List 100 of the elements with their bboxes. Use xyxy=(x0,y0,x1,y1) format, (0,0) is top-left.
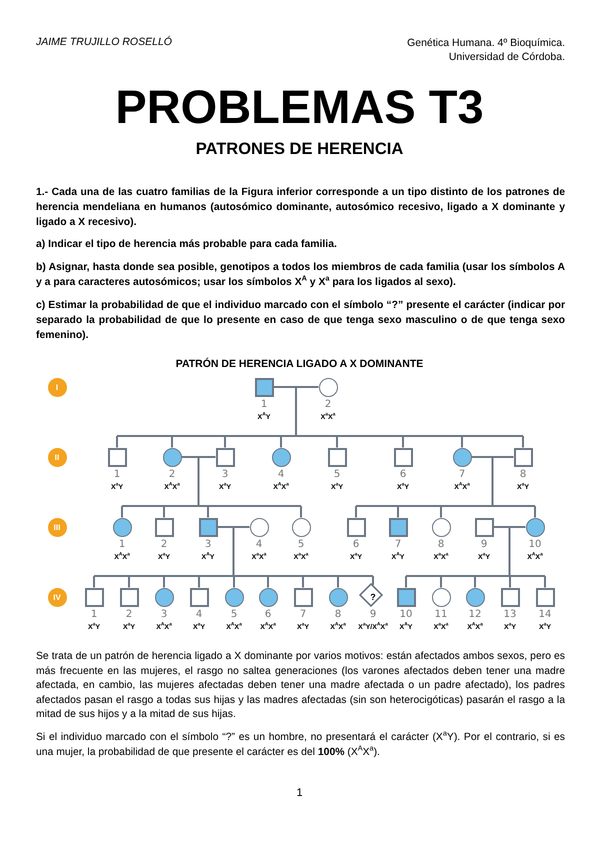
answer-paragraph: Se trata de un patrón de herencia ligado a X dominante por varios motivos: están afectados ambos sexos, pero es más frecuente en las mujeres, el rasgo no saltea generaciones (los varones afectados deben tener una madre afectada, en cambio, las mujeres afectadas deben tener una madre afectada o un padre afectado), los padres afectados pasan el rasgo a todas sus hijas y las madres afectadas (sin son heterocigóticas) pasarán el rasgo a la mitad de sus hijos y a la mitad de sus hijas. xyxy=(36,650,565,722)
individual-number: 3 xyxy=(204,539,212,550)
sibship-line xyxy=(121,456,302,507)
individual-number: 1 xyxy=(260,399,268,410)
generation-marker: I xyxy=(48,378,66,396)
female-circle-symbol xyxy=(328,588,348,606)
descent-line xyxy=(440,576,442,588)
male-square-symbol xyxy=(346,518,366,536)
individual-number: 12 xyxy=(468,609,482,620)
descent-line xyxy=(509,576,511,588)
male-square-symbol xyxy=(190,588,208,606)
female-circle-symbol xyxy=(162,448,182,466)
male-square-symbol xyxy=(120,588,138,606)
male-square-symbol xyxy=(254,378,274,396)
individual-number: 2 xyxy=(168,469,176,480)
individual-number: 9 xyxy=(370,609,376,620)
individual-number: 2 xyxy=(126,609,132,620)
female-circle-symbol xyxy=(250,518,268,536)
individual-number: 11 xyxy=(434,609,448,620)
individual-number: 8 xyxy=(334,609,342,620)
individual-number: 6 xyxy=(400,469,406,480)
female-circle-symbol xyxy=(432,588,450,606)
descent-line xyxy=(474,576,476,588)
descent-line xyxy=(402,436,404,448)
marriage-line xyxy=(472,456,514,458)
female-circle-symbol xyxy=(112,518,132,536)
generation-marker: II xyxy=(48,448,66,466)
descent-line xyxy=(302,576,304,588)
female-circle-symbol xyxy=(258,588,278,606)
individual-number: 4 xyxy=(256,539,262,550)
descent-line xyxy=(128,576,130,588)
individual-number: 3 xyxy=(222,469,228,480)
individual-number: 5 xyxy=(298,539,304,550)
male-square-symbol xyxy=(154,518,174,536)
male-square-symbol xyxy=(84,588,104,606)
descent-line xyxy=(336,436,338,448)
descent-line xyxy=(163,506,165,518)
descent-line xyxy=(93,576,95,588)
female-circle-symbol xyxy=(526,518,544,536)
sibship-line xyxy=(355,456,536,507)
page-header: JAIME TRUJILLO ROSELLÓ xyxy=(36,35,173,49)
individual-number: 13 xyxy=(504,609,516,620)
marriage-line xyxy=(494,526,526,528)
marriage-line xyxy=(218,526,250,528)
descent-line xyxy=(440,506,442,518)
page-title: PROBLEMAS T3 xyxy=(114,80,485,134)
male-square-symbol xyxy=(500,588,520,606)
male-square-symbol xyxy=(328,448,346,466)
individual-number: 2 xyxy=(160,539,168,550)
individual-number: 6 xyxy=(352,539,360,550)
descent-line xyxy=(267,576,269,588)
male-square-symbol xyxy=(294,588,312,606)
sibship-line xyxy=(116,386,524,437)
female-circle-symbol xyxy=(466,588,484,606)
page-number: 1 xyxy=(295,787,304,799)
individual-number: 7 xyxy=(394,539,402,550)
female-circle-symbol xyxy=(452,448,472,466)
individual-number: 2 xyxy=(324,399,332,410)
descent-line xyxy=(224,436,226,448)
answer-paragraph: Si el individuo marcado con el símbolo “?” es un hombre, no presentará el carácter (X$^{a}$Y). Por el contrario, si es una mujer, la probabilidad de que presente el carácter es del 100% (X$^{A}$X$^{a}$). xyxy=(36,731,565,760)
question-text: 1.- Cada una de las cuatro familias de la Figura inferior corresponde a un tipo distinto de los patrones de herencia mendeliana en humanos (autosómico dominante, autosómico recesivo, ligado a X dominante y ligado a X recesivo). xyxy=(36,186,565,230)
sibship-line xyxy=(93,526,374,577)
individual-number: 4 xyxy=(196,609,202,620)
female-circle-symbol xyxy=(272,448,290,466)
descent-line xyxy=(121,506,123,518)
female-circle-symbol xyxy=(432,518,450,536)
male-square-symbol xyxy=(108,448,126,466)
individual-number: 8 xyxy=(520,469,526,480)
descent-line xyxy=(198,576,200,588)
generation-marker: IV xyxy=(48,588,66,606)
male-square-symbol xyxy=(394,448,412,466)
sibship-line xyxy=(405,526,546,577)
individual-number: 7 xyxy=(300,609,306,620)
figure-title: PATRÓN DE HERENCIA LIGADO A X DOMINANTE xyxy=(174,358,424,370)
descent-line xyxy=(337,576,339,588)
male-square-symbol xyxy=(216,448,234,466)
descent-line xyxy=(300,506,302,518)
descent-line xyxy=(163,576,165,588)
individual-number: 3 xyxy=(160,609,168,620)
generation-marker: III xyxy=(48,518,66,536)
individual-number: 1 xyxy=(114,469,120,480)
marriage-line xyxy=(274,386,318,388)
individual-number: 10 xyxy=(528,539,542,550)
unknown-sex-diamond-symbol: ? xyxy=(361,585,385,609)
descent-line xyxy=(207,506,209,518)
descent-line xyxy=(171,436,173,448)
descent-line xyxy=(534,506,536,518)
individual-number: 14 xyxy=(538,609,552,620)
descent-line xyxy=(544,576,546,588)
descent-line xyxy=(397,506,399,518)
female-circle-symbol xyxy=(318,378,338,396)
descent-line xyxy=(116,436,118,448)
female-circle-symbol xyxy=(292,518,310,536)
individual-number: 5 xyxy=(230,609,238,620)
male-square-symbol xyxy=(474,518,494,536)
descent-line xyxy=(461,436,463,448)
male-square-symbol xyxy=(514,448,532,466)
individual-number: 8 xyxy=(438,539,444,550)
male-square-symbol xyxy=(396,588,416,606)
descent-line xyxy=(233,576,235,588)
